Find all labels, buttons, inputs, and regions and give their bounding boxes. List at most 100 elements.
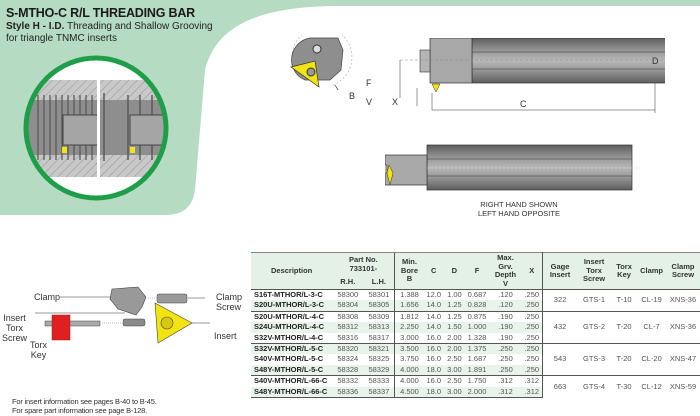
page-title: S-MTHO-C R/L THREADING BAR	[6, 6, 196, 20]
cell-d: 1.25	[444, 300, 465, 312]
th-min-bore: Min. Bore B	[394, 252, 424, 290]
cell-c: 18.0	[423, 364, 445, 376]
cell-x: .250	[521, 310, 544, 323]
bore-detail-illustration	[23, 55, 169, 201]
cell-description: S40V-MTHOR/L-5-C	[254, 354, 324, 364]
cell-max-grv-depth: .120	[489, 300, 522, 312]
cell-max-grv-depth: .312	[489, 386, 522, 399]
cell-description: S48Y-MTHOR/L-66-C	[251, 386, 333, 399]
hand-note: RIGHT HAND SHOWN LEFT HAND OPPOSITE	[478, 200, 560, 218]
cell-lh-part: 58309	[363, 310, 395, 323]
cell-lh-part: 58337	[363, 386, 395, 399]
cell-c: 14.0	[423, 310, 445, 323]
th-insert-torx-screw: Insert Torx Screw	[577, 252, 612, 290]
cell-rh-part: 58336	[332, 386, 364, 399]
cell-clamp-screw: XNS-47	[666, 343, 700, 376]
cell-lh-part: 58305	[363, 300, 395, 312]
cell-gage-insert: 322	[542, 289, 578, 312]
cell-max-grv-depth: .312	[489, 375, 522, 387]
green-header-panel	[0, 0, 700, 215]
cell-d: 1.25	[444, 310, 465, 323]
cell-x: .312	[521, 375, 544, 387]
th-part-no: Part No. 733101-	[332, 252, 395, 277]
cell-lh-part: 58333	[363, 375, 395, 387]
cell-max-grv-depth: .250	[489, 343, 522, 355]
dim-label-d: D	[652, 56, 659, 66]
cell-x: .250	[521, 343, 544, 355]
exploded-parts-drawing	[35, 286, 210, 344]
th-max-grv-depth: Max. Grv. Depth V	[489, 252, 522, 290]
cell-rh-part: 58324	[337, 354, 359, 364]
cell-gage-insert: 432	[542, 310, 578, 344]
subtitle-rest: Threading and Shallow Grooving	[64, 21, 213, 32]
th-c: C	[423, 252, 445, 290]
cell-f: 0.828	[464, 300, 490, 312]
cell-x: .250	[521, 322, 544, 333]
cell-x: .250	[521, 289, 544, 301]
cell-rh-part: 58308	[332, 310, 364, 323]
cell-d: 2.50	[444, 375, 465, 387]
cell-c: 12.0	[423, 289, 445, 301]
subtitle-style: Style H - I.D.	[6, 21, 65, 32]
cell-max-grv-depth: .190	[489, 322, 522, 333]
cell-insert-torx-screw: GTS-2	[577, 310, 612, 344]
cell-torx-key: T-10	[611, 289, 638, 312]
cell-f: 1.375	[464, 343, 490, 355]
dim-label-x: X	[392, 97, 399, 107]
cell-f: 1.328	[467, 332, 487, 342]
cell-min-bore: 3.000	[394, 332, 424, 344]
cell-x: .312	[521, 386, 544, 399]
left-hand-note: LEFT HAND OPPOSITE	[478, 209, 560, 218]
cell-max-grv-depth: .250	[498, 354, 513, 364]
th-gage-insert: Gage Insert	[542, 252, 578, 290]
cell-rh-part: 58316	[337, 332, 359, 342]
page-subtitle: Style H - I.D. Threading and Shallow Gro…	[6, 21, 213, 45]
cell-d: 3.00	[444, 364, 465, 376]
cell-x: .250	[521, 332, 544, 344]
cell-min-bore: 4.000	[394, 375, 424, 387]
cell-torx-key: T-30	[611, 375, 638, 398]
cell-f: 2.000	[464, 386, 490, 399]
cell-rh-part: 58300	[332, 289, 364, 301]
cell-description: S16T-MTHOR/L-3-C	[251, 289, 333, 301]
cell-max-grv-depth: .250	[489, 364, 522, 376]
cell-description: S20U-MTHOR/L-3-C	[251, 300, 333, 312]
cell-lh-part: 58313	[363, 322, 395, 333]
cell-d: 1.50	[444, 322, 465, 333]
cell-description: S48Y-MTHOR/L-5-C	[251, 364, 333, 376]
title-block: S-MTHO-C R/L THREADING BAR Style H - I.D…	[6, 6, 213, 45]
cell-torx-key: T-20	[611, 343, 638, 376]
cell-clamp: CL-7	[637, 310, 666, 344]
cell-f: 1.687	[467, 354, 487, 364]
cell-lh-part: 58301	[363, 289, 395, 301]
cell-d: 2.00	[447, 332, 462, 342]
cell-c: 16.0	[423, 375, 445, 387]
cell-d: 1.00	[444, 289, 465, 301]
cell-min-bore: 1.388	[394, 289, 424, 301]
cell-lh-part: 58329	[363, 364, 395, 376]
cell-torx-key: T-20	[611, 310, 638, 344]
cell-d: 2.00	[444, 343, 465, 355]
cell-c: 14.0	[423, 300, 445, 312]
cell-description: S24U-MTHOR/L-4-C	[251, 322, 333, 333]
cell-gage-insert: 663	[542, 375, 578, 398]
th-clamp: Clamp	[637, 252, 666, 290]
cell-f: 1.750	[464, 375, 490, 387]
cell-clamp: CL-20	[637, 343, 666, 376]
label-insert: Insert	[214, 331, 237, 341]
dim-label-v: V	[366, 97, 373, 107]
cell-rh-part: 58328	[332, 364, 364, 376]
cell-insert-torx-screw: GTS-3	[577, 343, 612, 376]
dim-label-b: B	[349, 91, 356, 101]
cell-max-grv-depth: .190	[498, 332, 513, 342]
th-lh: L.H.	[363, 276, 395, 290]
